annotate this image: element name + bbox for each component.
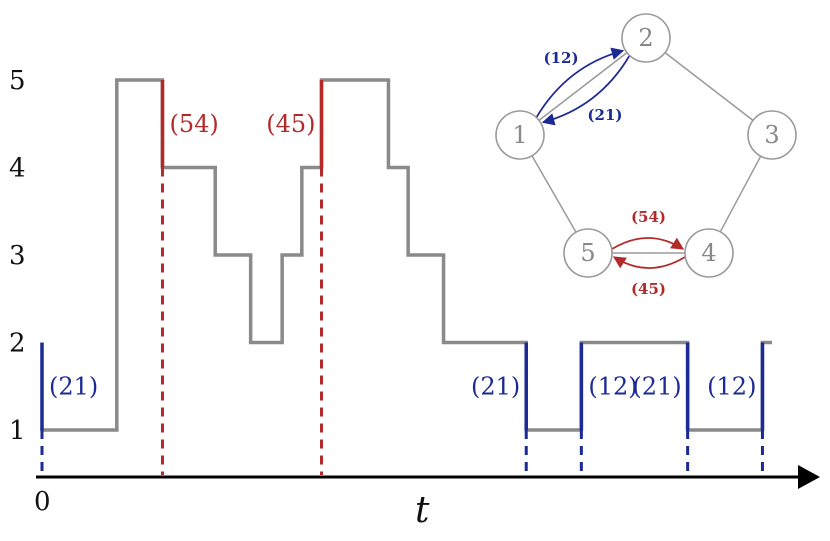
time-axis: 0 t (34, 465, 820, 531)
graph-node-label: 5 (580, 239, 595, 267)
jump-label: (45) (266, 110, 315, 138)
graph-node-label: 4 (701, 239, 716, 267)
y-tick-labels: 1 2 3 4 5 (9, 66, 26, 446)
graph-node-5 (563, 228, 613, 278)
transition-label: (45) (631, 280, 666, 298)
state-graph: (12) (21) (54) (45) 1 2 3 4 5 (495, 13, 797, 298)
x-origin-label: 0 (34, 487, 51, 517)
y-tick-label: 1 (9, 416, 26, 446)
graph-edge (719, 155, 762, 233)
transition-label: (54) (631, 208, 666, 226)
y-tick-label: 2 (9, 329, 26, 359)
y-tick-label: 3 (9, 241, 26, 271)
graph-node-4 (684, 228, 734, 278)
jump-label: (12) (588, 372, 637, 400)
y-tick-label: 5 (9, 66, 26, 96)
graph-node-label: 1 (512, 121, 527, 149)
jump-label: (12) (707, 372, 756, 400)
x-axis-title: t (415, 490, 430, 531)
jump-label: (21) (471, 372, 520, 400)
transition-label: (21) (587, 106, 622, 124)
jump-markers: (21)(54)(45)(21)(12)(21)(12) (40, 80, 765, 475)
graph-edges (531, 52, 762, 254)
graph-node-1 (495, 110, 545, 160)
transition-label: (12) (544, 49, 579, 67)
graph-transitions: (12) (21) (54) (45) (535, 47, 686, 298)
graph-edge (664, 52, 754, 121)
x-axis-arrowhead (798, 465, 820, 489)
transition-arrow (612, 256, 686, 269)
y-tick-label: 4 (9, 154, 26, 184)
transition-arrow (611, 237, 685, 250)
transition-arrow (535, 47, 625, 118)
jump-label: (21) (632, 372, 681, 400)
jump-label: (54) (169, 110, 218, 138)
graph-node-label: 2 (638, 24, 653, 52)
graph-edge (538, 52, 628, 121)
graph-edge (531, 155, 577, 233)
jump-label: (21) (49, 372, 98, 400)
graph-nodes: 1 2 3 4 5 (495, 13, 797, 278)
graph-node-2 (621, 13, 671, 63)
graph-node-3 (747, 110, 797, 160)
graph-node-label: 3 (764, 121, 779, 149)
transition-arrow (541, 55, 631, 126)
